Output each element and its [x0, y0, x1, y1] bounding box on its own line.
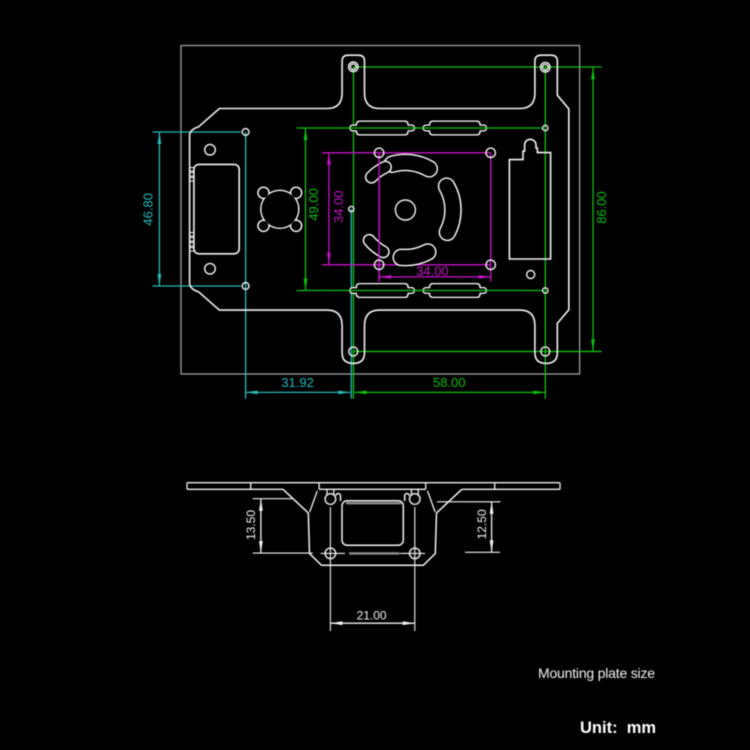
svg-text:12.50: 12.50	[475, 509, 489, 539]
svg-text:49.00: 49.00	[306, 188, 321, 221]
svg-text:34.00: 34.00	[331, 190, 346, 223]
svg-text:31.92: 31.92	[281, 375, 314, 390]
svg-text:58.00: 58.00	[433, 375, 466, 390]
svg-text:21.00: 21.00	[357, 609, 387, 623]
svg-text:46.80: 46.80	[141, 193, 156, 226]
svg-text:13.50: 13.50	[244, 510, 258, 540]
svg-text:86.00: 86.00	[594, 191, 609, 224]
svg-text:Unit: mm: Unit: mm	[580, 719, 656, 737]
svg-text:Mounting plate size: Mounting plate size	[538, 665, 655, 681]
svg-text:34.00: 34.00	[416, 263, 449, 278]
